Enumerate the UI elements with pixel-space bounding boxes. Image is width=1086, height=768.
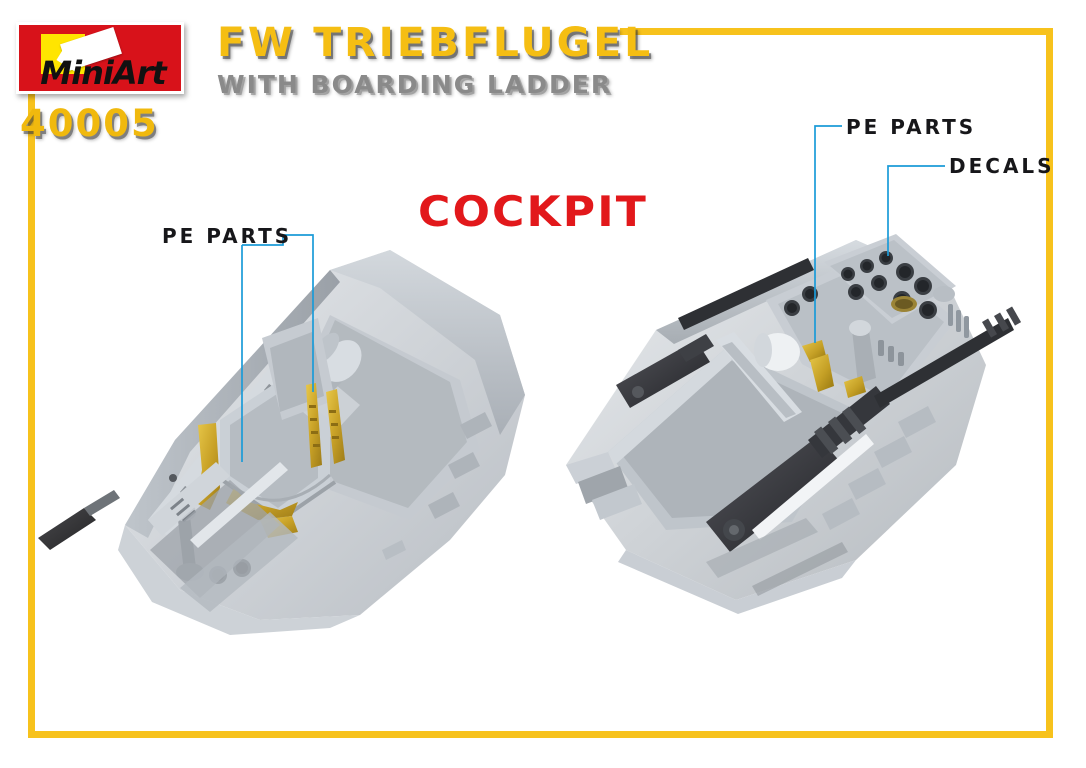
page-border-frame-top-segment bbox=[620, 28, 1053, 35]
mid-bulkhead-face bbox=[722, 342, 796, 418]
nose-gun-mount bbox=[84, 490, 120, 516]
page-subtitle: WITH BOARDING LADDER bbox=[217, 70, 613, 99]
hull-tab bbox=[382, 540, 406, 560]
hull-upper-rim bbox=[330, 250, 525, 435]
front-hatch-lip bbox=[592, 484, 642, 520]
bay-shadow-panel bbox=[150, 480, 280, 598]
render-cockpit-right bbox=[556, 200, 1056, 620]
front-hatch-recess bbox=[578, 466, 628, 504]
pe-shoulder-strap-2 bbox=[326, 389, 345, 464]
barrel-long-lower bbox=[874, 318, 1014, 408]
kit-number: 40005 bbox=[20, 102, 159, 145]
render-cockpit-left bbox=[30, 220, 550, 640]
callout-label-pe-parts-right: PE PARTS bbox=[846, 115, 977, 139]
hull-right-ribs-right bbox=[822, 406, 936, 530]
bay-rear-wall bbox=[608, 348, 732, 464]
machine-gun-cooling-bands bbox=[814, 406, 867, 455]
gunsight-cylinder-face bbox=[754, 333, 772, 367]
instrument-panel-face bbox=[830, 240, 950, 318]
gauge-blank-bezel bbox=[933, 286, 955, 302]
skirt-shadow bbox=[706, 518, 818, 578]
pe-part-small bbox=[844, 376, 866, 398]
instrument-gauge-decals bbox=[784, 251, 955, 319]
pe-part-bracket bbox=[802, 340, 826, 362]
barrel-long-upper bbox=[678, 258, 814, 330]
pilot-seat-pan bbox=[230, 392, 318, 508]
pedestal-cap bbox=[849, 320, 871, 336]
page-header: MiniArt FW TRIEBFLUGEL WITH BOARDING LAD… bbox=[0, 0, 1086, 150]
pe-part-strap bbox=[810, 354, 834, 392]
callout-label-decals: DECALS bbox=[949, 154, 1055, 178]
console-knob bbox=[169, 474, 177, 482]
hull-right-ribs bbox=[428, 412, 492, 519]
bay-edge-highlight bbox=[190, 462, 288, 548]
hull-lower-skirt-right bbox=[618, 550, 856, 614]
nose-gun-barrel bbox=[38, 508, 96, 550]
side-switch-bank bbox=[948, 304, 969, 338]
pe-strap-holes bbox=[309, 405, 339, 447]
front-sill bbox=[566, 452, 616, 484]
section-heading-cockpit: COCKPIT bbox=[418, 187, 648, 236]
machine-gun-upper-knob bbox=[632, 386, 644, 398]
barrel-lower-jacket bbox=[982, 306, 1022, 338]
internal-duct-rail bbox=[752, 434, 874, 540]
skirt-shadow-2 bbox=[752, 542, 848, 596]
control-pedestal bbox=[852, 324, 876, 384]
miniart-logo: MiniArt bbox=[16, 22, 184, 94]
logo-wordmark: MiniArt bbox=[40, 54, 166, 92]
page-title: FW TRIEBFLUGEL bbox=[217, 20, 654, 66]
callout-label-pe-parts-left: PE PARTS bbox=[162, 224, 293, 248]
side-console bbox=[148, 462, 230, 536]
pedestal-levers bbox=[878, 340, 904, 366]
machine-gun-upper-barrel bbox=[678, 334, 714, 362]
hull-lower-skirt bbox=[118, 525, 360, 635]
bay-shadow-panel-2 bbox=[180, 512, 298, 612]
